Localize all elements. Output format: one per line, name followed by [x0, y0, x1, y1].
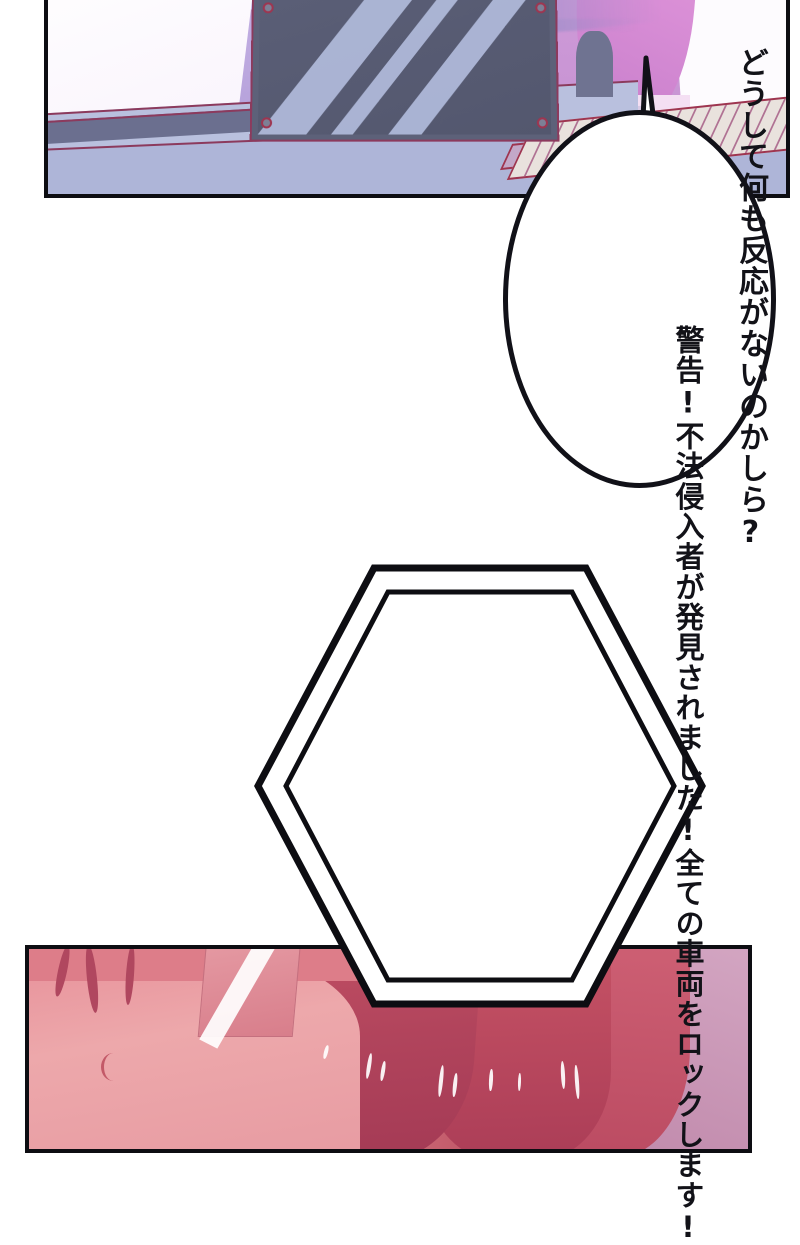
motion-blur-streak-small — [520, 19, 639, 32]
bubble-line: 不法侵入者が — [671, 420, 705, 602]
speech-bubble-oval-text: どうして 何も反応が ないのかしら? — [508, 47, 771, 551]
screw-icon — [534, 2, 546, 14]
screw-icon — [260, 117, 273, 129]
face-shadow — [29, 949, 360, 981]
comic-panel-top — [44, 0, 790, 198]
console-pillar-right — [575, 31, 613, 98]
speech-bubble-oval: どうして 何も反応が ないのかしら? — [503, 47, 776, 551]
monitor-display — [257, 0, 551, 135]
bubble-line: どうして — [733, 46, 768, 172]
bubble-line: 何も反応が — [733, 171, 768, 328]
bubble-line: ないのかしら? — [733, 327, 768, 552]
cheek-line — [100, 1053, 126, 1081]
hexagon-outline — [254, 564, 706, 1008]
bubble-line: ロックします! — [671, 1028, 705, 1245]
bubble-line: 警告! — [671, 325, 705, 421]
speech-bubble-hexagon: 警告! 不法侵入者が 発見されました! 全ての車両を ロックします! — [252, 325, 708, 1245]
manga-page: どうして 何も反応が ないのかしら? — [25, 0, 790, 1245]
speech-bubble-hexagon-text: 警告! 不法侵入者が 発見されました! 全ての車両を ロックします! — [252, 325, 708, 1245]
panel-top-artwork — [48, 0, 786, 194]
bubble-line: 全ての車両を — [671, 847, 705, 1029]
bubble-line: 発見されました! — [671, 601, 705, 848]
